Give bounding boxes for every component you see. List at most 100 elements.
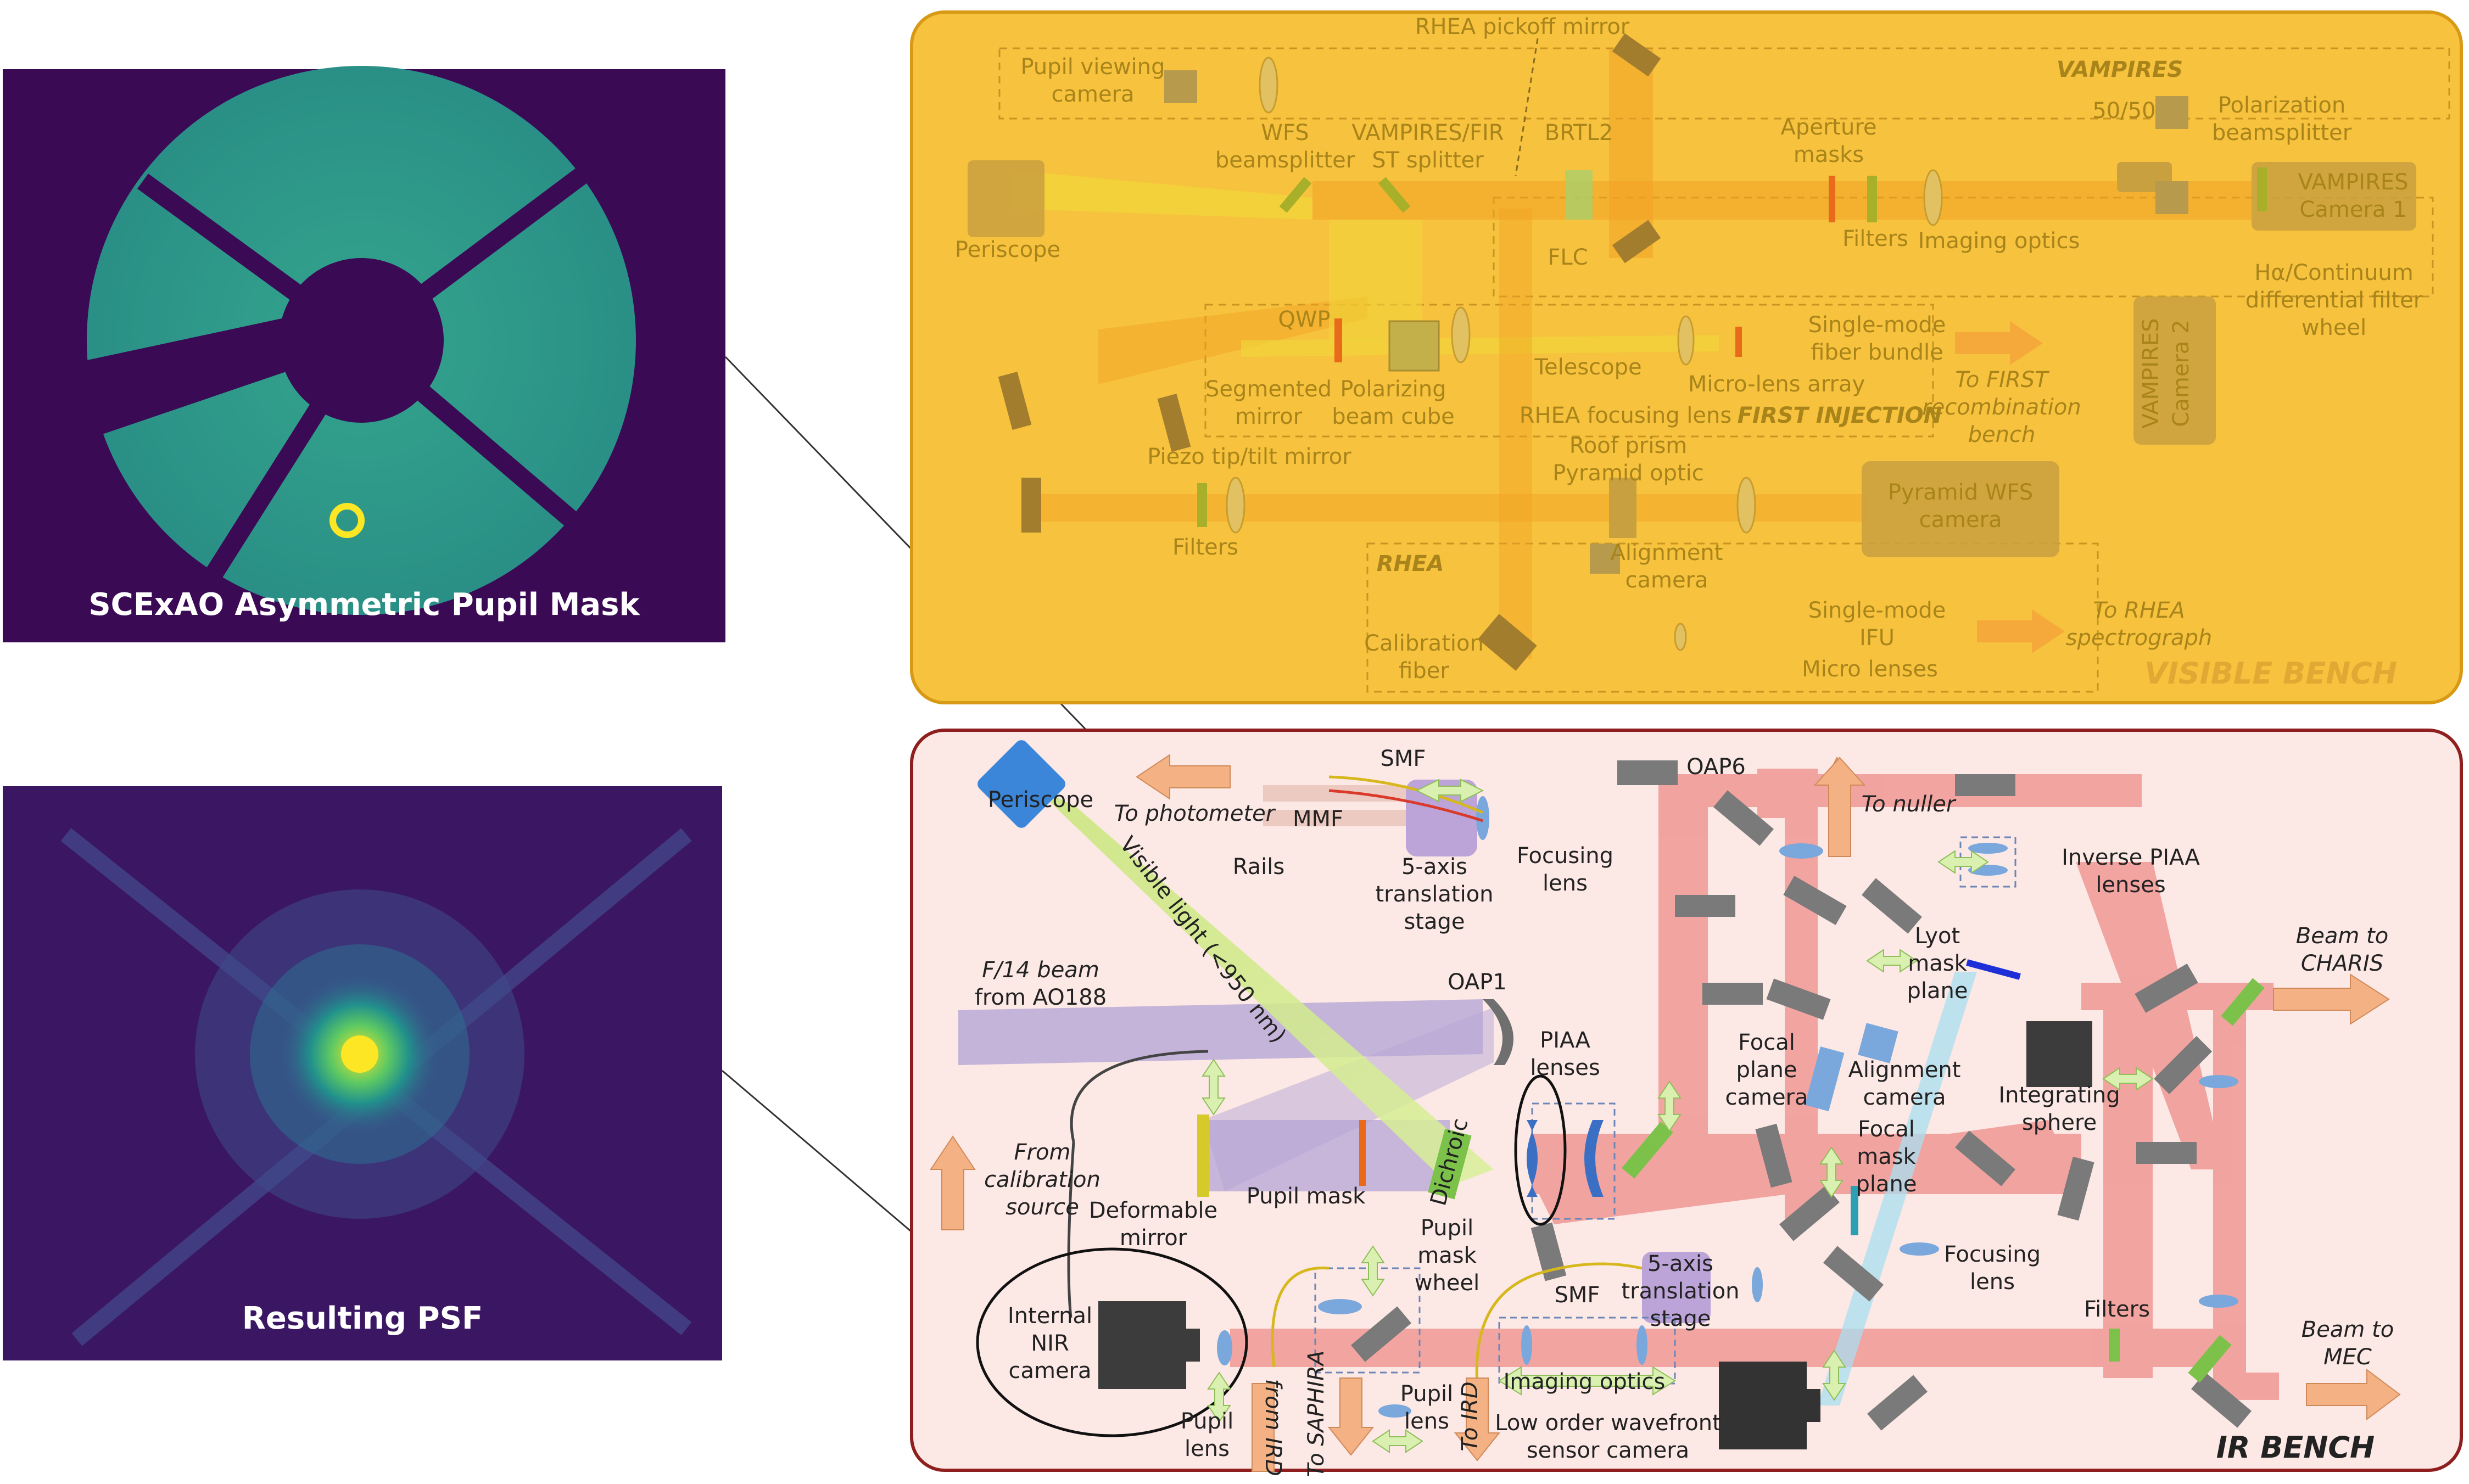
pol-bs-label-1: Polarization bbox=[2218, 93, 2345, 118]
psf-caption: Resulting PSF bbox=[242, 1301, 483, 1336]
pupil-lens-mid-label-1: Pupil bbox=[1400, 1381, 1453, 1407]
deformable-label-1: Deformable bbox=[1089, 1198, 1217, 1223]
lyot-label-2: mask bbox=[1908, 951, 1967, 976]
smifu-label-1: Single-mode bbox=[1808, 598, 1946, 623]
filters-label: Filters bbox=[2084, 1297, 2150, 1322]
focal-mask-label-2: mask bbox=[1857, 1144, 1916, 1169]
to-nuller-label: To nuller bbox=[1862, 792, 1957, 817]
focal-plane-cam-label-2: plane bbox=[1736, 1057, 1797, 1083]
vampires-fir-label-1: VAMPIRES/FIR bbox=[1351, 120, 1504, 145]
visible-bench-title: VISIBLE BENCH bbox=[2144, 656, 2397, 691]
imaging-optics-ir-label: Imaging optics bbox=[1504, 1369, 1666, 1395]
inverse-piaa-label-1: Inverse PIAA bbox=[2062, 845, 2200, 870]
ir-alignment-cam-label-1: Alignment bbox=[1848, 1057, 1961, 1083]
rails-label: Rails bbox=[1233, 854, 1285, 880]
first-injection-title: FIRST INJECTION bbox=[1738, 403, 1942, 428]
wfs-bs-label-2: beamsplitter bbox=[1215, 148, 1355, 173]
pol-bs-label-2: beamsplitter bbox=[2212, 120, 2352, 145]
roof-prism-label-1: Roof prism bbox=[1569, 433, 1688, 458]
five-axis-top-label-2: translation bbox=[1375, 882, 1493, 907]
fifty-fifty-label: 50/50 bbox=[2092, 98, 2155, 124]
visible-bench: RHEA pickoff mirror VAMPIRES Pupil viewi… bbox=[910, 10, 2463, 704]
halpha-label-2: differential filter bbox=[2245, 288, 2423, 313]
mmf-label: MMF bbox=[1293, 807, 1343, 832]
microlens-array-label: Micro-lens array bbox=[1688, 372, 1865, 397]
from-calib-label-1: From bbox=[1014, 1140, 1071, 1165]
pupil-lens-left-label-1: Pupil bbox=[1181, 1409, 1233, 1434]
oap6-label: OAP6 bbox=[1686, 754, 1746, 780]
smifu-label-2: IFU bbox=[1859, 625, 1895, 651]
vis-alignment-cam-label-2: camera bbox=[1625, 568, 1708, 593]
imaging-optics-label: Imaging optics bbox=[1918, 228, 2080, 254]
oap1-label: OAP1 bbox=[1448, 970, 1507, 995]
deformable-label-2: mirror bbox=[1120, 1225, 1187, 1251]
integrating-label-2: sphere bbox=[2022, 1110, 2097, 1135]
vampires-cam2-label-2: Camera 2 bbox=[2169, 320, 2194, 427]
pupil-mask-panel: SCExAO Asymmetric Pupil Mask bbox=[3, 66, 725, 642]
ir-bench: Periscope To photometer SMF MMF Rails 5-… bbox=[910, 729, 2463, 1477]
ir-bench-title: IR BENCH bbox=[2216, 1430, 2375, 1465]
from-calib-label-2: calibration bbox=[984, 1167, 1101, 1192]
piezo-label: Piezo tip/tilt mirror bbox=[1147, 444, 1351, 469]
to-photometer-label: To photometer bbox=[1114, 801, 1276, 826]
to-ird-label: To IRD bbox=[1457, 1381, 1483, 1451]
to-first-label-3: bench bbox=[1968, 422, 2036, 447]
focal-mask-label-3: plane bbox=[1856, 1172, 1917, 1197]
ir-periscope-label: Periscope bbox=[988, 787, 1093, 813]
vis-alignment-cam-label-1: Alignment bbox=[1611, 540, 1723, 565]
focal-plane-cam-label-1: Focal bbox=[1738, 1030, 1795, 1055]
psf-panel: Resulting PSF bbox=[3, 786, 722, 1360]
piaa-label-2: lenses bbox=[1530, 1055, 1600, 1080]
five-axis-bottom-label-3: stage bbox=[1650, 1306, 1711, 1331]
focal-mask-label-1: Focal bbox=[1858, 1117, 1915, 1142]
wfs-bs-label-1: WFS bbox=[1261, 120, 1309, 145]
focusing-lens-mid-label-2: lens bbox=[1970, 1269, 2015, 1295]
beam-charis-label-2: CHARIS bbox=[2301, 951, 2383, 976]
roof-prism-label-2: Pyramid optic bbox=[1552, 461, 1704, 486]
lowf-label-2: sensor camera bbox=[1527, 1438, 1689, 1463]
pyramid-cam-label-2: camera bbox=[1919, 507, 2002, 533]
pupil-mask-caption: SCExAO Asymmetric Pupil Mask bbox=[88, 587, 640, 623]
inverse-piaa-label-2: lenses bbox=[2096, 872, 2165, 898]
beam-charis-label-1: Beam to bbox=[2296, 923, 2388, 949]
five-axis-top-label-3: stage bbox=[1404, 909, 1465, 934]
pupil-mask-wheel-label-3: wheel bbox=[1415, 1270, 1479, 1296]
five-axis-top-label-1: 5-axis bbox=[1401, 854, 1467, 880]
filters-left-label: Filters bbox=[1172, 535, 1238, 560]
halpha-label-3: wheel bbox=[2302, 315, 2366, 340]
beam-mec-label-2: MEC bbox=[2323, 1345, 2372, 1370]
lyot-label-1: Lyot bbox=[1915, 923, 1960, 949]
qwp-label: QWP bbox=[1278, 307, 1330, 332]
from-calib-label-3: source bbox=[1006, 1195, 1079, 1220]
pyramid-cam-label-1: Pyramid WFS bbox=[1888, 480, 2033, 505]
f14-label-1: F/14 beam bbox=[982, 957, 1099, 983]
focusing-lens-top-label-1: Focusing bbox=[1517, 843, 1613, 869]
vampires-cam1-label-1: VAMPIRES bbox=[2298, 170, 2408, 195]
pupil-viewing-label-1: Pupil viewing bbox=[1020, 54, 1165, 80]
smf-bottom-label: SMF bbox=[1555, 1283, 1600, 1308]
ir-alignment-cam-label-2: camera bbox=[1863, 1085, 1946, 1110]
polarizing-label-2: beam cube bbox=[1332, 404, 1455, 429]
segmented-label-1: Segmented bbox=[1205, 377, 1332, 402]
micro-lenses-label: Micro lenses bbox=[1802, 657, 1938, 682]
internal-nir-label-1: Internal bbox=[1008, 1303, 1092, 1329]
five-axis-bottom-label-2: translation bbox=[1621, 1279, 1739, 1304]
focal-plane-cam-label-3: camera bbox=[1725, 1085, 1808, 1110]
integrating-label-1: Integrating bbox=[1998, 1083, 2120, 1108]
vampires-title: VAMPIRES bbox=[2057, 57, 2183, 82]
rhea-title: RHEA bbox=[1377, 551, 1444, 576]
from-ird-label: from IRD bbox=[1260, 1379, 1286, 1476]
to-saphira-label: To SAPHIRA bbox=[1304, 1351, 1329, 1477]
f14-label-2: from AO188 bbox=[975, 985, 1107, 1010]
brtl2-label: BRTL2 bbox=[1545, 120, 1613, 145]
filters-top-label: Filters bbox=[1842, 226, 1908, 251]
pupil-mask-wheel-label-1: Pupil bbox=[1421, 1216, 1473, 1241]
internal-nir-label-2: NIR bbox=[1031, 1331, 1069, 1356]
rhea-pickoff-label: RHEA pickoff mirror bbox=[1415, 14, 1630, 40]
pupil-mask-wheel-label-2: mask bbox=[1417, 1243, 1477, 1268]
smf-bundle-label-2: fiber bundle bbox=[1811, 340, 1943, 365]
to-rhea-label-2: spectrograph bbox=[2066, 625, 2213, 651]
beam-mec-label-1: Beam to bbox=[2302, 1317, 2394, 1342]
